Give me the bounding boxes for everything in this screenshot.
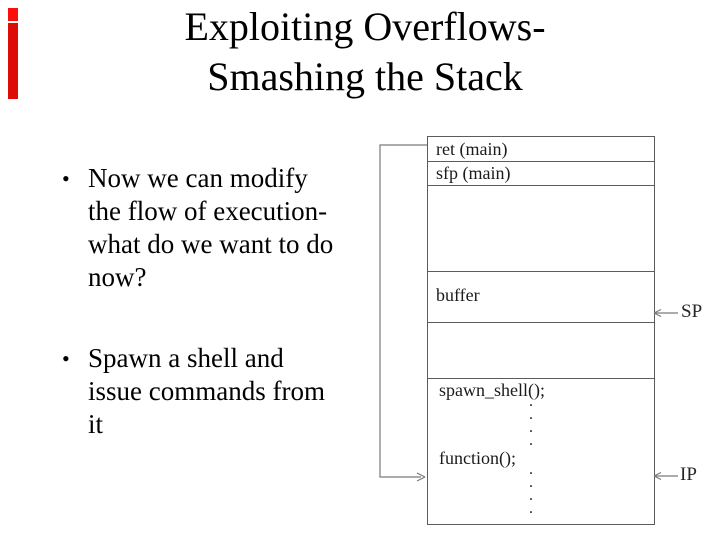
bullet-text: Now we can modify the flow of execution-… — [88, 162, 333, 294]
slide-title-line1: Exploiting Overflows- — [184, 4, 546, 49]
bullet-marker: • — [62, 346, 70, 371]
stack-cell-sfp-label: sfp (main) — [436, 163, 511, 183]
divider-above-buffer — [428, 271, 654, 272]
divider-below-buffer — [428, 322, 654, 323]
vertical-ellipsis-2: . . . . — [529, 461, 533, 517]
return-pointer-bracket — [379, 144, 427, 482]
red-accent-square — [8, 8, 18, 21]
bullet-2-line-2: issue commands from — [88, 376, 325, 406]
stack-cell-buffer-label: buffer — [436, 285, 480, 305]
divider-below-ret — [428, 161, 654, 162]
bullet-1-line-1: Now we can modify — [88, 163, 308, 193]
bullet-item-2: • Spawn a shell and issue commands from … — [62, 342, 325, 441]
divider-above-code — [428, 378, 654, 379]
code-spawn-shell-label: spawn_shell(); — [439, 380, 545, 400]
bullet-1-line-3: what do we want to do — [88, 229, 334, 259]
divider-below-sfp — [428, 185, 654, 186]
slide-title: Exploiting Overflows- Smashing the Stack — [20, 2, 710, 102]
bullet-1-line-4: now? — [88, 262, 147, 292]
red-accent-bar — [8, 23, 18, 99]
slide-title-line2: Smashing the Stack — [207, 54, 523, 99]
ip-pointer-label: IP — [680, 464, 697, 485]
bullet-2-line-1: Spawn a shell and — [88, 343, 284, 373]
ip-arrow-icon — [653, 471, 678, 481]
stack-diagram-box: ret (main) sfp (main) buffer spawn_shell… — [427, 136, 655, 525]
stack-cell-ret-label: ret (main) — [436, 139, 508, 159]
bullet-marker: • — [62, 166, 70, 191]
sp-pointer-label: SP — [681, 301, 703, 322]
bullet-text: Spawn a shell and issue commands from it — [88, 342, 325, 441]
bullet-1-line-2: the flow of execution- — [88, 196, 328, 226]
bullet-item-1: • Now we can modify the flow of executio… — [62, 162, 333, 294]
code-function-label: function(); — [439, 448, 516, 468]
sp-arrow-icon — [653, 308, 678, 318]
bullet-2-line-3: it — [88, 409, 104, 439]
vertical-ellipsis-1: . . . . — [529, 393, 533, 449]
